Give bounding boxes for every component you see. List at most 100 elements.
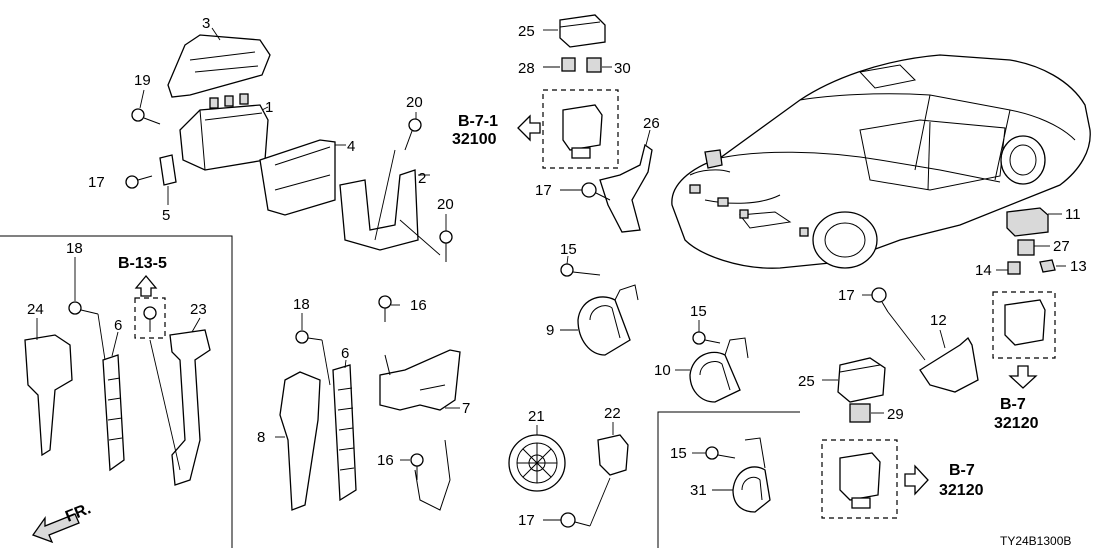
callout-29: 29 [887, 406, 904, 423]
relay-block-dashed [542, 89, 619, 169]
callout-3: 3 [202, 15, 210, 32]
car-illustration [671, 54, 1091, 269]
bolts-upper [125, 89, 453, 262]
callout-18a: 18 [66, 240, 83, 257]
bracket-6a [102, 331, 125, 472]
bolts-16 [378, 295, 424, 480]
relay-25b [822, 357, 886, 403]
ref-b71-code: B-7-1 [458, 113, 498, 130]
callout-21: 21 [528, 408, 545, 425]
callout-14: 14 [975, 262, 992, 279]
bracket-22 [597, 422, 629, 476]
callout-6a: 6 [114, 317, 122, 334]
callout-10: 10 [654, 362, 671, 379]
callout-8: 8 [257, 429, 265, 446]
bolt-17d [862, 287, 926, 361]
callout-27: 27 [1053, 238, 1070, 255]
relay-25a [543, 14, 606, 48]
callout-17a: 17 [88, 174, 105, 191]
callout-5: 5 [162, 207, 170, 224]
arrow-left-b71 [517, 114, 541, 142]
bolt-18b [295, 313, 331, 386]
callout-15a: 15 [560, 241, 577, 258]
callout-16b: 16 [377, 452, 394, 469]
callout-25b: 25 [798, 373, 815, 390]
relay-11 [1006, 207, 1062, 237]
callout-25a: 25 [518, 23, 535, 40]
bolt-17c [543, 477, 611, 528]
front-marker-label: FR. [63, 500, 93, 525]
callout-15c: 15 [670, 445, 687, 462]
bolt-15a [560, 255, 601, 277]
callout-28: 28 [518, 60, 535, 77]
relay-28 [543, 57, 576, 72]
bracket-12 [919, 329, 979, 393]
horn-10 [675, 337, 749, 403]
callout-31: 31 [690, 482, 707, 499]
unit-4 [259, 139, 346, 216]
callout-12: 12 [930, 312, 947, 329]
callout-1: 1 [265, 99, 273, 116]
harness-7 [379, 349, 461, 511]
relay-block-dashed-lower [821, 439, 898, 519]
callout-9: 9 [546, 322, 554, 339]
callout-16a: 16 [410, 297, 427, 314]
callout-7: 7 [462, 400, 470, 417]
ref-b7-lower-number: 32120 [939, 482, 984, 499]
callout-6b: 6 [341, 345, 349, 362]
callout-26: 26 [643, 115, 660, 132]
front-arrow-icon [31, 513, 80, 544]
ref-b7-upper-number: 32120 [994, 415, 1039, 432]
bolt-15c [692, 446, 736, 460]
relay-27 [1017, 239, 1050, 256]
ref-b135-code: B-13-5 [118, 255, 167, 272]
callout-18b: 18 [293, 296, 310, 313]
relay-14 [996, 261, 1021, 275]
bolt-17b [560, 182, 611, 201]
ref-b7-upper-code: B-7 [1000, 396, 1026, 413]
arrow-up-b135 [134, 274, 166, 339]
callout-2: 2 [418, 170, 426, 187]
callout-20a: 20 [406, 94, 423, 111]
callout-30: 30 [614, 60, 631, 77]
speaker-21 [508, 425, 566, 492]
ecu-1 [179, 93, 269, 171]
ref-b71-number: 32100 [452, 131, 497, 148]
relay-13 [1039, 259, 1066, 273]
callout-17d: 17 [838, 287, 855, 304]
ref-b7-lower-code: B-7 [949, 462, 975, 479]
arrow-down-b7-upper [1008, 365, 1038, 389]
bracket-23 [149, 317, 211, 486]
cover-3 [167, 27, 271, 98]
bolt-18a [68, 257, 106, 361]
bracket-5 [159, 154, 177, 205]
panel-frame [0, 235, 233, 548]
relay-block-dashed-right [992, 291, 1056, 359]
relay-29 [849, 403, 884, 423]
callout-labels: 1 2 3 4 5 6 6 7 8 9 10 11 12 13 14 15 15… [27, 15, 1087, 529]
diagram-code: TY24B1300B [1000, 534, 1071, 548]
part-8 [275, 371, 321, 511]
callout-23: 23 [190, 301, 207, 318]
reference-labels: B-7-1 32100 B-13-5 B-7 32120 B-7 32120 F… [63, 113, 1071, 548]
callout-24: 24 [27, 301, 44, 318]
callout-15b: 15 [690, 303, 707, 320]
module-24 [24, 318, 73, 457]
horn-9 [560, 284, 639, 356]
horn-31 [712, 437, 771, 513]
callout-13: 13 [1070, 258, 1087, 275]
callout-4: 4 [347, 138, 355, 155]
callout-22: 22 [604, 405, 621, 422]
callout-17b: 17 [535, 182, 552, 199]
callout-19: 19 [134, 72, 151, 89]
bracket-26 [599, 129, 653, 233]
callout-11: 11 [1065, 206, 1081, 223]
callout-20b: 20 [437, 196, 454, 213]
bracket-6b [332, 359, 357, 502]
bolt-15b [692, 320, 721, 345]
arrow-right-b7-lower [904, 464, 929, 496]
bracket-2 [339, 169, 430, 251]
relay-30 [586, 57, 612, 73]
panel-frame-right [657, 411, 800, 548]
